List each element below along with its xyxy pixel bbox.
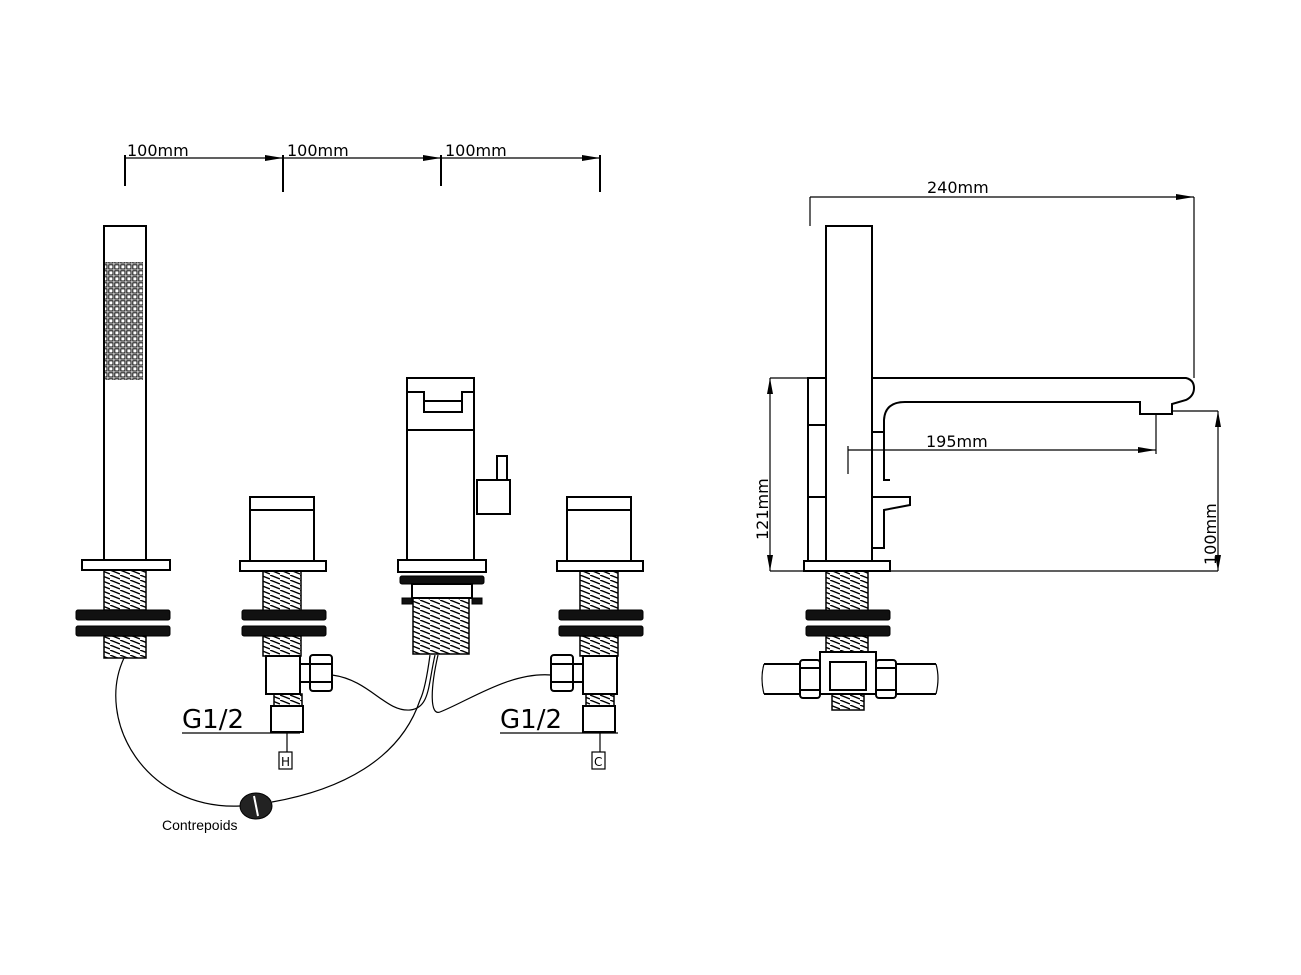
cold-marker: C (594, 755, 602, 769)
flexible-hoses (115, 654, 552, 807)
spout-reach-label: 195mm (926, 432, 988, 451)
counterweight: Contrepoids (162, 792, 273, 833)
side-view-overall-dimension: 240mm (809, 178, 1195, 378)
counterweight-label: Contrepoids (162, 817, 238, 833)
side-view-pipe-connection (761, 651, 939, 711)
spacing-label-3: 100mm (445, 141, 507, 160)
hot-valve (239, 496, 333, 733)
side-view-height-dimension: 121mm (753, 377, 808, 572)
spacing-dimension-row: 100mm 100mm 100mm (124, 141, 601, 192)
cold-valve (550, 496, 644, 733)
hot-marker: H (281, 755, 290, 769)
bath-spout (397, 377, 511, 655)
hot-thread-label: G1/2 (182, 705, 244, 735)
cold-thread-callout: G1/2 C (500, 705, 618, 770)
side-view-spout-reach-dimension: 195mm (847, 414, 1157, 474)
overall-length-label: 240mm (927, 178, 989, 197)
side-view-outlet-height-dimension: 100mm (890, 410, 1221, 572)
side-view-spout-body (803, 225, 1196, 655)
spacing-label-2: 100mm (287, 141, 349, 160)
outlet-height-label: 100mm (1201, 503, 1220, 565)
hand-shower (75, 225, 171, 659)
cold-thread-label: G1/2 (500, 705, 562, 735)
hot-thread-callout: G1/2 H (182, 705, 300, 770)
spacing-label-1: 100mm (127, 141, 189, 160)
height-label: 121mm (753, 478, 772, 540)
